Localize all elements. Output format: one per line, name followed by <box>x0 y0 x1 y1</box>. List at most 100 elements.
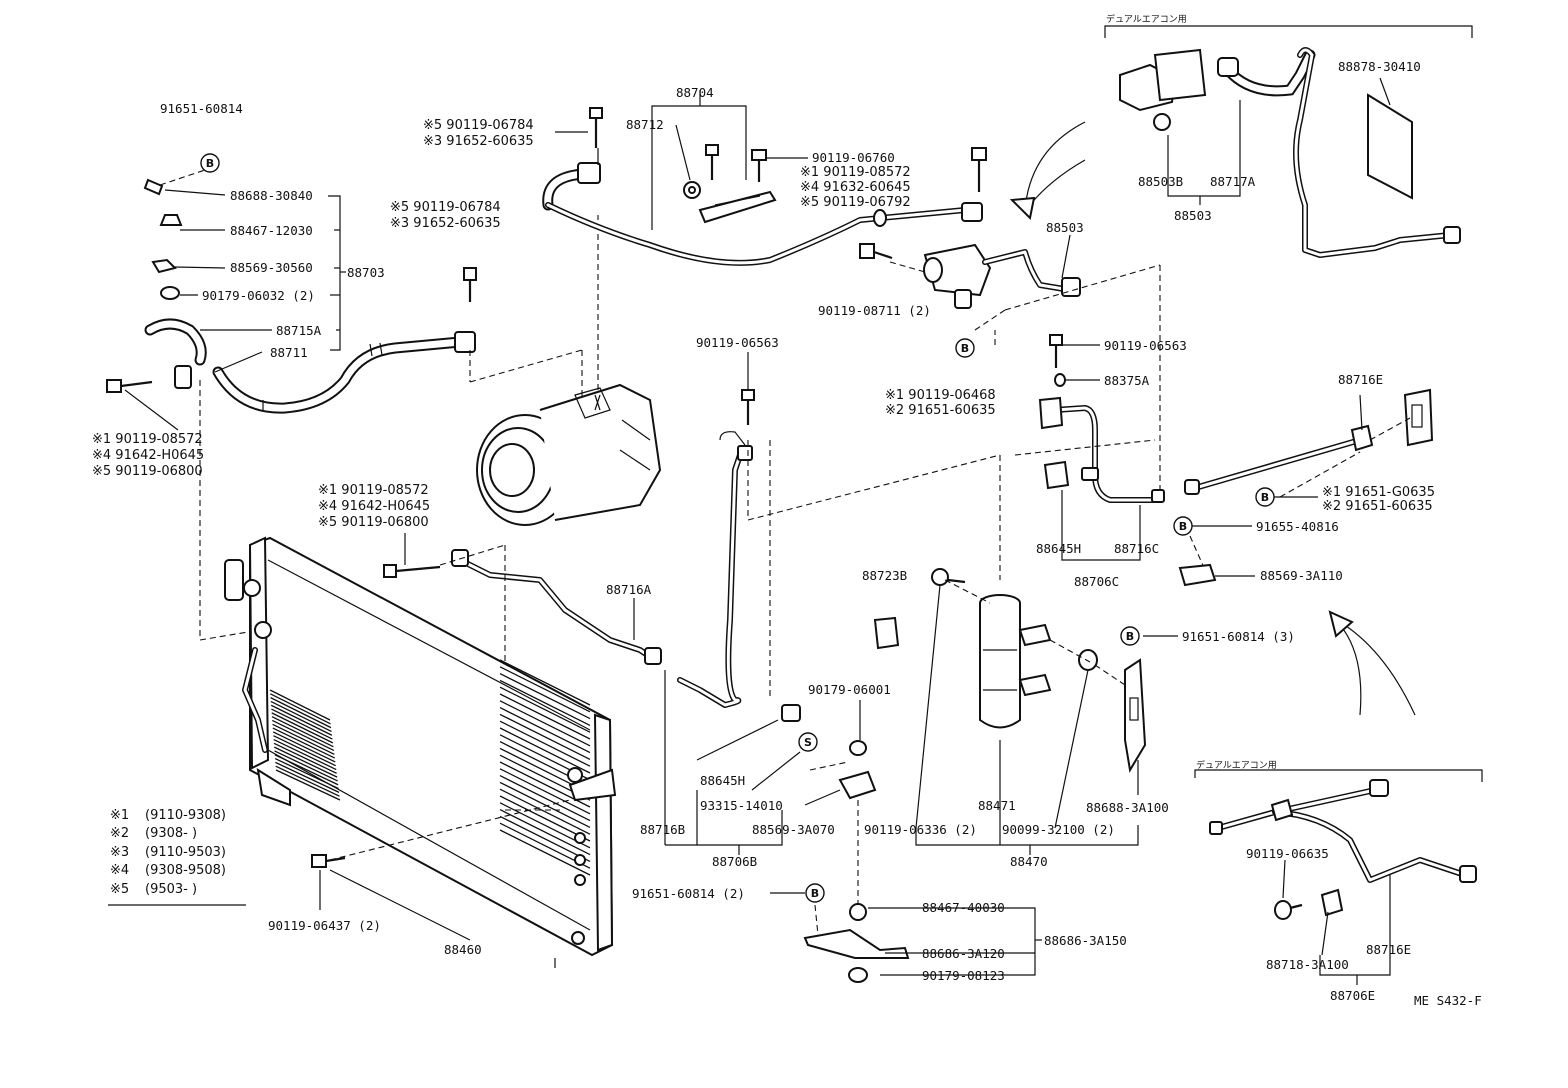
b-callout-right-clip: B <box>1173 516 1193 536</box>
suction-hose-leaders <box>555 90 808 230</box>
callout-markers: B B B B B B S <box>200 153 1275 903</box>
label-88503-main: 88503 <box>1046 220 1084 235</box>
b-callout-right-pipe: B <box>1255 487 1275 507</box>
label-88467-12030: 88467-12030 <box>230 223 313 238</box>
label-low-s4: ※4 91642-H0645 <box>318 499 430 514</box>
legend-row: ※2 (9308- ) <box>110 826 197 841</box>
label-88717a: 88717A <box>1210 174 1256 189</box>
label-90119-06635: 90119-06635 <box>1246 846 1329 861</box>
label-88716c: 88716C <box>1114 541 1159 556</box>
label-90119-06760: 90119-06760 <box>812 150 895 165</box>
svg-text:B: B <box>1179 520 1187 533</box>
label-88645h-r: 88645H <box>1036 541 1081 556</box>
label-90119-06563-mid: 90119-06563 <box>696 335 779 350</box>
legend-mark: ※4 <box>110 863 129 878</box>
label-91651-60814-top: 91651-60814 <box>160 101 243 116</box>
label-88716b: 88716B <box>640 822 685 837</box>
label-88706b: 88706B <box>712 854 757 869</box>
footer-code: ME S432-F <box>1414 993 1482 1008</box>
expansion-valve-guides <box>889 261 1161 490</box>
label-88704: 88704 <box>676 85 714 100</box>
label-c-s2: ※2 91651-60635 <box>885 403 996 418</box>
legend-row: ※5 (9503- ) <box>110 882 197 897</box>
legend-range: (9308-9508) <box>145 863 226 878</box>
label-88503-dual: 88503 <box>1174 208 1212 223</box>
label-88569-3a110: 88569-3A110 <box>1260 568 1343 583</box>
b-callout-top-left: B <box>200 153 220 173</box>
label-90119-08711: 90119-08711 (2) <box>818 303 931 318</box>
legend-row: ※1 (9110-9308) <box>110 808 226 823</box>
legend-mark: ※1 <box>110 808 129 823</box>
b-callout-bracket: B <box>1120 626 1140 646</box>
label-90119-06336: 90119-06336 (2) <box>864 822 977 837</box>
label-90119-06563-r: 90119-06563 <box>1104 338 1187 353</box>
label-left-s4: ※4 91642-H0645 <box>92 448 204 463</box>
pipe-lower-left <box>383 533 662 810</box>
svg-text:B: B <box>961 342 969 355</box>
b-callout-bottom: B <box>805 883 825 903</box>
left-discharge-hose-group <box>106 178 476 414</box>
label-88718-3a100: 88718-3A100 <box>1266 957 1349 972</box>
label-88878-30410: 88878-30410 <box>1338 59 1421 74</box>
dual-ac-top-group <box>1104 25 1473 258</box>
dual-ac-bottom-group <box>1194 769 1483 985</box>
label-left-s1: ※1 90119-08572 <box>92 432 203 447</box>
receiver-dryer <box>873 568 1147 773</box>
label-88711: 88711 <box>270 345 308 360</box>
legend-row: ※3 (9110-9503) <box>110 845 226 860</box>
label-93315-14010: 93315-14010 <box>700 798 783 813</box>
legend: ※1 (9110-9308) ※2 (9308- ) ※3 (9110-9503… <box>108 808 246 906</box>
legend-range: (9503- ) <box>145 882 197 897</box>
label-88645h-low: 88645H <box>700 773 745 788</box>
lower-center-group <box>664 670 1042 983</box>
svg-text:B: B <box>1126 630 1134 643</box>
b-callout-center: B <box>955 338 975 358</box>
expansion-valve <box>859 234 1081 309</box>
label-91651-60814-3: 91651-60814 (3) <box>1182 629 1295 644</box>
label-88688-30840: 88688-30840 <box>230 188 313 203</box>
svg-text:B: B <box>811 887 819 900</box>
part-number-labels: 91651-60814 88688-30840 88467-12030 8856… <box>92 13 1482 1008</box>
label-mid-s3a: ※3 91652-60635 <box>423 134 534 149</box>
label-88716a: 88716A <box>606 582 652 597</box>
label-left-s5: ※5 90119-06800 <box>92 464 203 479</box>
svg-text:B: B <box>206 157 214 170</box>
label-mid-s5a: ※5 90119-06784 <box>423 118 534 133</box>
label-88686-3a150: 88686-3A150 <box>1044 933 1127 948</box>
label-90179-08123: 90179-08123 <box>922 968 1005 983</box>
label-88716e-bot: 88716E <box>1366 942 1411 957</box>
label-c-s1: ※1 90119-06468 <box>885 388 996 403</box>
label-88470: 88470 <box>1010 854 1048 869</box>
compressor <box>476 383 662 526</box>
label-88706c: 88706C <box>1074 574 1119 589</box>
label-r-s4: ※4 91632-60645 <box>800 180 911 195</box>
label-mid-s3b: ※3 91652-60635 <box>390 216 501 231</box>
label-88686-3a120: 88686-3A120 <box>922 946 1005 961</box>
label-88723b: 88723B <box>862 568 907 583</box>
legend-mark: ※3 <box>110 845 129 860</box>
lower-right-leaders <box>915 584 1178 855</box>
label-88569-30560: 88569-30560 <box>230 260 313 275</box>
legend-mark: ※5 <box>110 882 129 897</box>
pipe-88716a-group <box>677 352 1001 722</box>
label-88715a: 88715A <box>276 323 322 338</box>
label-rb-s2: ※2 91651-60635 <box>1322 499 1433 514</box>
label-88706e: 88706E <box>1330 988 1375 1003</box>
legend-range: (9110-9308) <box>145 808 226 823</box>
label-91651-60814-2: 91651-60814 (2) <box>632 886 745 901</box>
pipe-88716e-top <box>1178 388 1434 587</box>
label-88375a: 88375A <box>1104 373 1150 388</box>
condenser <box>224 536 617 968</box>
label-88467-40030: 88467-40030 <box>922 900 1005 915</box>
direction-arrows <box>1009 121 1416 716</box>
label-90179-06001: 90179-06001 <box>808 682 891 697</box>
label-mid-s5b: ※5 90119-06784 <box>390 200 501 215</box>
legend-range: (9308- ) <box>145 826 197 841</box>
label-88716e-top: 88716E <box>1338 372 1383 387</box>
label-88569-3a070: 88569-3A070 <box>752 822 835 837</box>
label-88703: 88703 <box>347 265 385 280</box>
left-stack-leaders <box>124 189 346 431</box>
condenser-guides <box>311 799 571 941</box>
